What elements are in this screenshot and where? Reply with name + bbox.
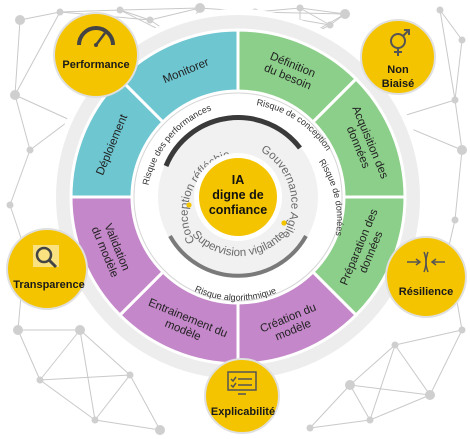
segment-monitorer xyxy=(117,28,240,125)
network-node xyxy=(306,424,314,432)
magnifier-icon xyxy=(33,245,59,269)
network-link xyxy=(439,9,463,41)
network-node xyxy=(116,6,124,14)
network-node xyxy=(75,325,85,335)
explicabilite-label: Explicabilité xyxy=(211,406,275,418)
network-node xyxy=(296,4,304,12)
gauge-icon xyxy=(77,26,115,47)
network-link xyxy=(9,149,31,206)
network-node xyxy=(10,90,20,100)
transparence-label: Transparence xyxy=(13,279,85,291)
center-line-2: digne de xyxy=(212,188,263,202)
network-node xyxy=(56,8,64,16)
network-node xyxy=(36,376,44,384)
network-link xyxy=(429,329,463,396)
network-node xyxy=(345,380,355,390)
network-node xyxy=(425,390,435,400)
network-link xyxy=(349,384,431,396)
gender-equality-icon xyxy=(390,29,410,56)
network-link xyxy=(454,39,463,101)
network-link xyxy=(14,19,21,96)
network-link xyxy=(454,99,463,151)
transparence-badge: Transparence xyxy=(6,228,88,310)
network-link xyxy=(94,374,131,421)
network-node xyxy=(195,3,205,13)
non-biaise-line-1: Non xyxy=(387,64,409,76)
network-link xyxy=(94,419,161,431)
network-node xyxy=(451,96,459,104)
network-link xyxy=(349,384,371,421)
network-node xyxy=(436,6,444,14)
network-link xyxy=(439,9,456,101)
network-link xyxy=(394,329,463,346)
network-link xyxy=(149,7,201,21)
network-link xyxy=(39,374,131,381)
network-link xyxy=(79,329,131,376)
network-node xyxy=(366,416,374,424)
performance-badge: Performance xyxy=(53,12,139,98)
non-biaise-line-2: Biaisé xyxy=(382,78,414,90)
network-node xyxy=(458,326,466,334)
network-link xyxy=(19,11,61,21)
center-line-3: confiance xyxy=(209,203,267,217)
resilience-badge: Résilience xyxy=(385,236,467,318)
network-link xyxy=(349,344,396,386)
network-link xyxy=(59,9,121,13)
network-link xyxy=(14,11,61,96)
network-link xyxy=(29,119,71,151)
resilience-label: Résilience xyxy=(399,286,453,298)
governance-arc-top xyxy=(163,115,302,167)
network-node xyxy=(26,146,34,154)
center-circle xyxy=(199,158,277,236)
performance-label: Performance xyxy=(62,59,129,71)
center-line-1: IA xyxy=(232,173,245,187)
network-link xyxy=(369,394,431,421)
network-node xyxy=(391,341,399,349)
network-link xyxy=(79,329,96,421)
network-link xyxy=(119,7,201,11)
network-link xyxy=(309,419,371,429)
dot-left xyxy=(186,202,192,208)
network-node xyxy=(451,216,459,224)
network-link xyxy=(309,384,351,429)
network-link xyxy=(299,7,331,26)
network-node xyxy=(6,201,14,209)
network-link xyxy=(119,9,151,21)
non-biaise-badge: Non Biaisé xyxy=(360,19,436,95)
explicabilite-badge: Explicabilité xyxy=(204,358,280,434)
network-link xyxy=(299,7,346,15)
network-link xyxy=(39,329,81,381)
network-link xyxy=(454,149,463,221)
network-node xyxy=(155,425,165,435)
network-link xyxy=(14,94,31,151)
network-node xyxy=(15,15,25,25)
governance-arc-bottom xyxy=(168,235,308,278)
network-node xyxy=(326,21,334,29)
network-node xyxy=(91,416,99,424)
network-link xyxy=(14,94,71,121)
network-node xyxy=(340,9,350,19)
network-node xyxy=(457,145,467,155)
network-node xyxy=(13,325,23,335)
resilience-icon xyxy=(407,251,445,273)
network-node xyxy=(146,16,154,24)
network-link xyxy=(129,374,161,431)
network-node xyxy=(458,36,466,44)
dot-right xyxy=(281,220,287,226)
network-link xyxy=(39,379,96,421)
monitor-checklist-icon xyxy=(227,371,257,395)
network-link xyxy=(17,329,41,381)
network-link xyxy=(394,344,431,396)
network-node xyxy=(126,371,134,379)
network-link xyxy=(369,344,396,421)
